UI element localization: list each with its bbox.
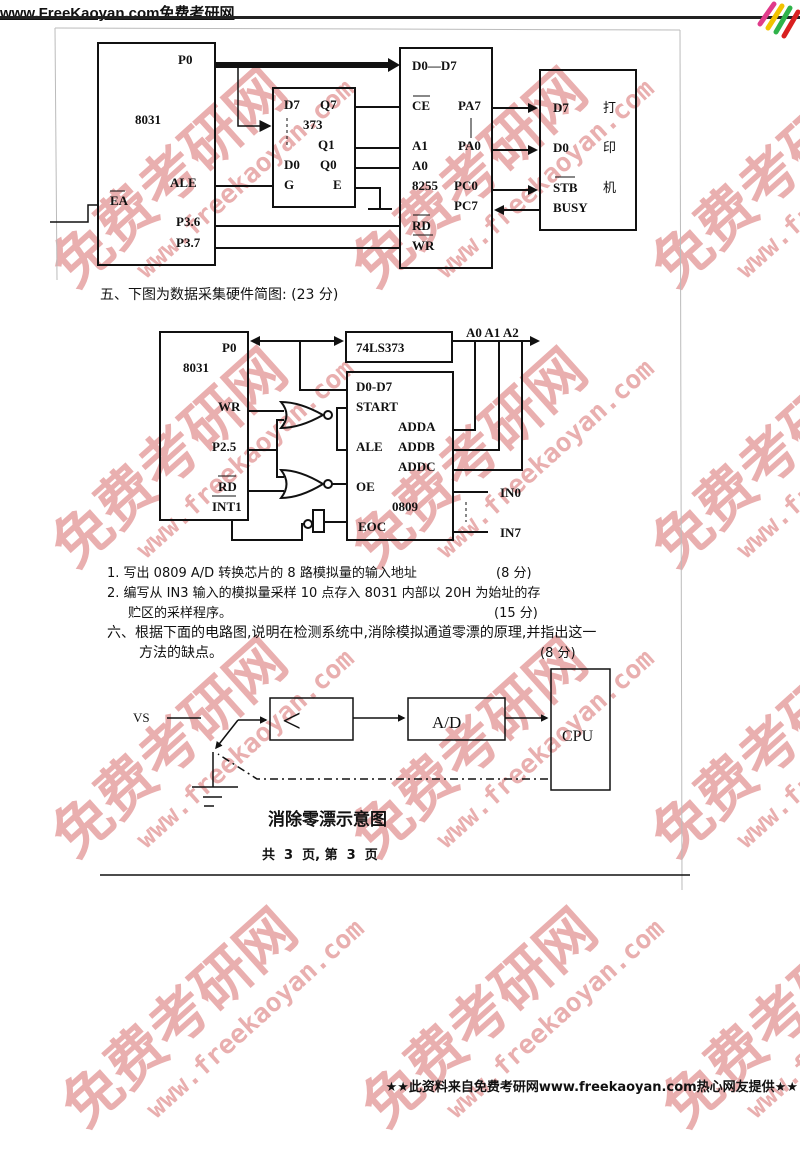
label-a0: A0 [412, 158, 428, 173]
label-a1: A1 [412, 138, 428, 153]
label-adda: ADDA [398, 419, 436, 434]
question-2: 2. 编写从 IN3 输入的模拟量采样 10 点存入 8031 内部以 20H … [107, 586, 541, 601]
label-rd: RD [412, 218, 431, 233]
label-0809: 0809 [392, 499, 419, 514]
label-address-lines: A0 A1 A2 [466, 325, 519, 340]
mcu-8031-box [159, 331, 249, 521]
label-pa7: PA7 [458, 98, 481, 113]
figure2-data-acquisition [159, 331, 540, 541]
label-8255: 8255 [412, 178, 439, 193]
label-start: START [356, 399, 398, 414]
section5-heading: 五、下图为数据采集硬件简图: (23 分) [100, 287, 339, 303]
question-1: 1. 写出 0809 A/D 转换芯片的 8 路模拟量的输入地址 [107, 566, 417, 581]
label-ale: ALE [170, 175, 197, 190]
label-printer-char3: 机 [603, 181, 616, 196]
label-ale: ALE [356, 439, 383, 454]
label-p37: P3.7 [176, 235, 201, 250]
label-pc0: PC0 [454, 178, 478, 193]
label-oe: OE [356, 479, 375, 494]
printer-box [539, 69, 637, 231]
label-q7: Q7 [320, 97, 337, 112]
page-number: 共 3 页, 第 3 页 [262, 848, 378, 863]
page-frame [54, 27, 683, 891]
amplifier-box [269, 697, 354, 741]
adc-0809-box [346, 371, 454, 541]
label-in7: IN7 [500, 525, 521, 540]
label-ea: EA [110, 193, 129, 208]
label-p25: P2.5 [212, 439, 237, 454]
cpu-box [550, 668, 611, 791]
figure3-zero-drift [100, 668, 690, 876]
label-printer-d0: D0 [553, 140, 569, 155]
label-wr: WR [412, 238, 435, 253]
label-e: E [333, 177, 342, 192]
label-p0: P0 [222, 340, 236, 355]
label-8031: 8031 [183, 360, 209, 375]
ppi-8255-box [399, 47, 493, 269]
label-rd: RD [218, 479, 237, 494]
mcu-8031-box [97, 42, 216, 266]
label-vs: VS [133, 710, 150, 725]
label-8031: 8031 [135, 112, 161, 127]
label-stb: STB [553, 180, 578, 195]
footer-note: ★★此资料来自免费考研网www.freekaoyan.com热心网友提供★★ [385, 1080, 798, 1095]
label-int1: INT1 [212, 499, 242, 514]
label-373: 373 [303, 117, 323, 132]
label-q0: Q0 [320, 157, 337, 172]
label-busy: BUSY [553, 200, 588, 215]
label-p36: P3.6 [176, 214, 201, 229]
figure3-caption: 消除零漂示意图 [268, 810, 387, 830]
label-d0-d7: D0-D7 [356, 379, 393, 394]
pencils-logo-icon [757, 1, 800, 39]
label-p0: P0 [178, 52, 192, 67]
figure3-labels: VS < A/D CPU [133, 703, 594, 745]
question-2-cont: 贮区的采样程序。 [128, 606, 233, 621]
section6-line2: 方法的缺点。 [139, 645, 223, 661]
label-cpu: CPU [562, 728, 594, 745]
section6-line1: 六、根据下面的电路图,说明在检测系统中,消除模拟通道零漂的原理,并指出这一 [107, 625, 597, 641]
diagrams: P0 8031 ALE EA P3.6 P3.7 D7 Q7 373 Q1 D0… [50, 27, 690, 891]
top-rule [0, 16, 800, 19]
figure1-labels: P0 8031 ALE EA P3.6 P3.7 D7 Q7 373 Q1 D0… [110, 52, 616, 253]
figure1-printer-interface [50, 42, 637, 269]
figure2-labels: P0 8031 WR P2.5 RD INT1 74LS373 D0-D7 ST… [183, 325, 521, 540]
label-wr: WR [218, 399, 241, 414]
label-printer-d7: D7 [553, 100, 569, 115]
latch-74ls373-box [345, 331, 453, 363]
adc-box [407, 697, 506, 741]
label-q1: Q1 [318, 137, 335, 152]
label-d0: D0 [284, 157, 300, 172]
label-addc: ADDC [398, 459, 436, 474]
label-in0: IN0 [500, 485, 521, 500]
question-1-score: (8 分) [496, 566, 532, 581]
label-pa0: PA0 [458, 138, 481, 153]
label-g: G [284, 177, 294, 192]
label-addb: ADDB [398, 439, 435, 454]
label-pc7: PC7 [454, 198, 478, 213]
label-d7: D7 [284, 97, 300, 112]
label-eoc: EOC [358, 519, 386, 534]
amplifier-symbol: < [282, 703, 301, 740]
label-printer-char1: 打 [603, 101, 616, 116]
question-2-score: (15 分) [494, 606, 538, 621]
label-ad: A/D [432, 713, 461, 732]
label-printer-char2: 印 [603, 141, 616, 156]
section6-score: (8 分) [540, 646, 576, 661]
label-d0-d7: D0—D7 [412, 58, 457, 73]
label-74ls373: 74LS373 [356, 340, 405, 355]
label-ce: CE [412, 98, 430, 113]
